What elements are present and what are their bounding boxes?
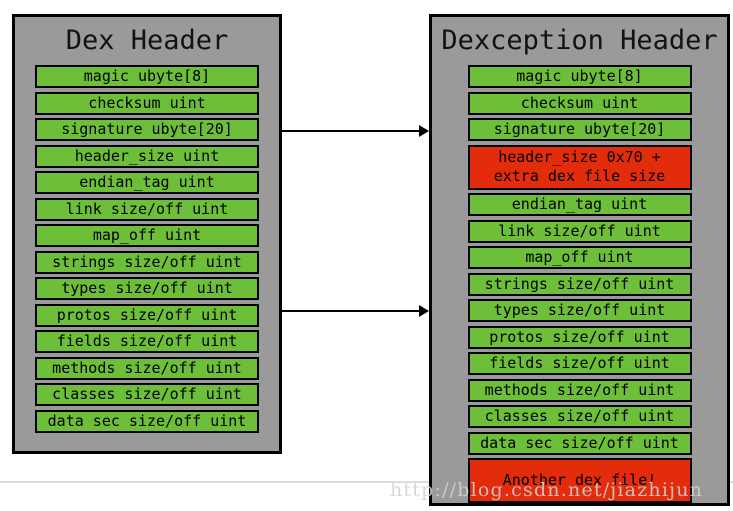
header-field-row: strings size/off uint [35,250,259,274]
header-field-label: strings size/off uint [52,252,242,271]
header-field-label: protos size/off uint [56,305,238,324]
arrow-line [281,130,422,132]
header-field-row: endian_tag uint [467,193,692,216]
header-field-row: protos size/off uint [467,325,692,349]
header-field-label: map_off uint [92,226,202,244]
header-field-label: signature ubyte[20] [493,120,666,138]
dex-header-rows: magic ubyte[8] checksum uint signature uby… [35,65,259,433]
header-field-label: endian_tag uint [511,195,648,213]
header-field-label: classes size/off uint [52,385,242,403]
header-field-label: header_size uint [74,146,220,165]
header-field-label: methods size/off uint [52,358,242,377]
header-field-row: magic ubyte[8] [35,65,259,88]
header-field-row: link size/off uint [467,219,692,243]
header-field-label: checksum uint [520,93,639,112]
dexception-header-title: Dexception Header [441,25,718,56]
header-field-row: checksum uint [35,91,259,115]
header-field-row: data sec size/off uint [467,431,692,455]
header-field-label: header_size 0x70 + [498,148,661,166]
header-field-row: methods size/off uint [467,378,692,402]
arrow-head-icon [419,125,429,137]
header-field-row: types size/off uint [35,277,259,300]
header-field-label: strings size/off uint [484,274,675,293]
header-field-label: fields size/off uint [489,354,670,372]
mapping-arrow-signature [281,124,429,138]
header-field-row: classes size/off uint [35,383,259,406]
header-field-row: protos size/off uint [35,303,259,327]
header-field-label: magic ubyte[8] [83,67,211,85]
header-field-row: header_size uint [35,144,259,168]
header-field-label: link size/off uint [498,221,661,240]
header-field-row: header_size 0x70 +extra dex file size [467,144,692,190]
header-field-label: map_off uint [525,248,634,266]
header-field-row: link size/off uint [35,197,259,221]
header-field-row: endian_tag uint [35,171,259,194]
header-field-row: fields size/off uint [467,352,692,375]
header-field-label: data sec size/off uint [47,411,247,430]
dexception-header-rows: magic ubyte[8] checksum uint signature uby… [467,65,692,503]
header-field-row: Another dex file! [467,458,692,503]
header-field-label: magic ubyte[8] [516,67,643,85]
header-field-label: classes size/off uint [484,407,675,425]
header-field-label: endian_tag uint [79,173,215,191]
header-field-row: strings size/off uint [467,272,692,296]
header-field-label: methods size/off uint [484,380,675,399]
header-field-row: fields size/off uint [35,330,259,353]
header-field-row: data sec size/off uint [35,409,259,433]
header-field-row: map_off uint [35,224,259,247]
divider-line [0,481,733,483]
dexception-header-box: Dexception Header magic ubyte[8] checksum… [429,14,730,506]
header-field-label: types size/off uint [493,301,666,319]
header-field-label: link size/off uint [65,199,229,218]
header-field-label: fields size/off uint [56,332,238,350]
header-field-row: types size/off uint [467,299,692,322]
header-field-row: signature ubyte[20] [467,118,692,141]
header-field-row: magic ubyte[8] [467,65,692,88]
watermark-text: http://blog.csdn.net/jiazhijun [390,479,704,501]
header-field-label: data sec size/off uint [480,433,679,452]
dex-header-box: Dex Header magic ubyte[8] checksum uint si… [12,14,282,454]
header-field-row: classes size/off uint [467,405,692,428]
mapping-arrow-types [281,304,429,318]
header-field-label: extra dex file size [493,167,666,185]
arrow-line [281,310,422,312]
header-field-row: methods size/off uint [35,356,259,380]
arrow-head-icon [419,305,429,317]
header-field-row: map_off uint [467,246,692,269]
header-field-row: signature ubyte[20] [35,118,259,141]
header-field-label: signature ubyte[20] [61,120,233,138]
header-field-label: types size/off uint [61,279,233,297]
header-field-label: Another dex file! [502,471,657,489]
header-field-label: protos size/off uint [489,327,670,346]
header-field-row: checksum uint [467,91,692,115]
header-field-label: checksum uint [88,93,206,112]
dex-header-title: Dex Header [65,25,229,56]
